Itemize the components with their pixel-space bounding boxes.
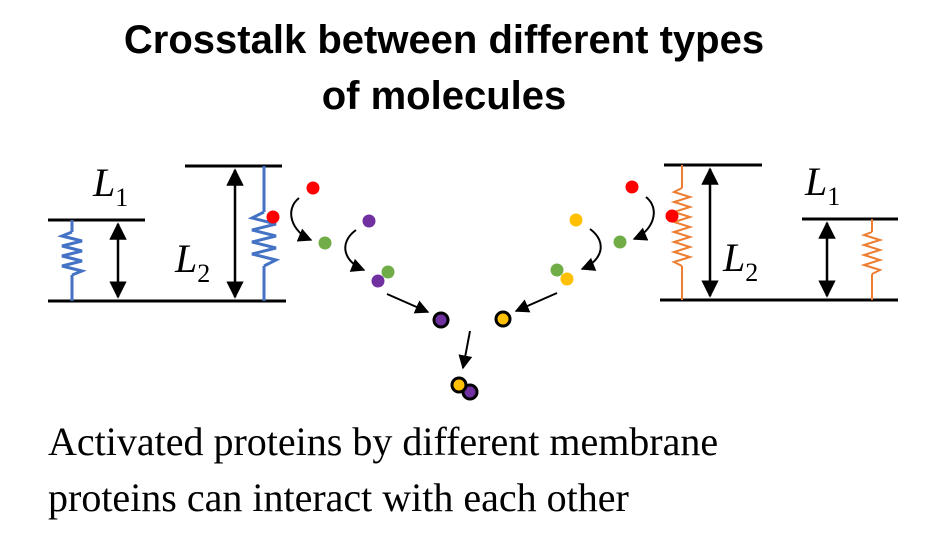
- curved-arrow: [344, 229, 366, 272]
- curved-arrow: [632, 196, 655, 241]
- right-cascade: [494, 180, 679, 328]
- green-dot: [550, 263, 564, 277]
- left-cascade: [266, 181, 450, 329]
- curved-arrow: [290, 197, 313, 242]
- curved-arrow: [580, 228, 602, 271]
- right-short-spring: [860, 219, 884, 300]
- caption-line-1: Activated proteins by different membrane: [48, 419, 719, 464]
- complex-yellow-protein: [450, 376, 468, 394]
- yellow-dot: [560, 272, 574, 286]
- left-l1-label: L1: [92, 160, 128, 212]
- left-tall-spring: [247, 166, 281, 301]
- diagram-caption: Activated proteins by different membrane…: [48, 414, 918, 526]
- purple-dot: [362, 214, 376, 228]
- straight-arrow: [386, 293, 430, 314]
- left-short-spring: [57, 220, 87, 301]
- green-dot: [381, 265, 395, 279]
- left-membrane-group: L1 L2: [48, 160, 286, 303]
- activated-yellow-protein: [494, 310, 512, 328]
- red-dot: [625, 180, 639, 194]
- right-tall-spring: [670, 165, 694, 300]
- diagram-title: Crosstalk between different types of mol…: [0, 12, 888, 124]
- red-dot: [266, 210, 280, 224]
- down-arrow: [458, 330, 473, 370]
- red-dot: [306, 181, 320, 195]
- title-line-2: of molecules: [321, 74, 567, 118]
- green-dot: [318, 236, 332, 250]
- title-line-1: Crosstalk between different types: [123, 18, 765, 62]
- red-dot: [665, 209, 679, 223]
- left-l2-label: L2: [174, 236, 210, 288]
- purple-dot: [371, 274, 385, 288]
- green-dot: [613, 235, 627, 249]
- yellow-dot: [569, 213, 583, 227]
- caption-line-2: proteins can interact with each other: [48, 475, 629, 520]
- right-l1-label: L1: [804, 159, 840, 211]
- activated-purple-protein: [432, 311, 450, 329]
- right-membrane-group: L1 L2: [660, 159, 898, 302]
- right-l2-label: L2: [722, 235, 758, 287]
- interaction: [450, 330, 479, 401]
- straight-arrow: [514, 292, 558, 313]
